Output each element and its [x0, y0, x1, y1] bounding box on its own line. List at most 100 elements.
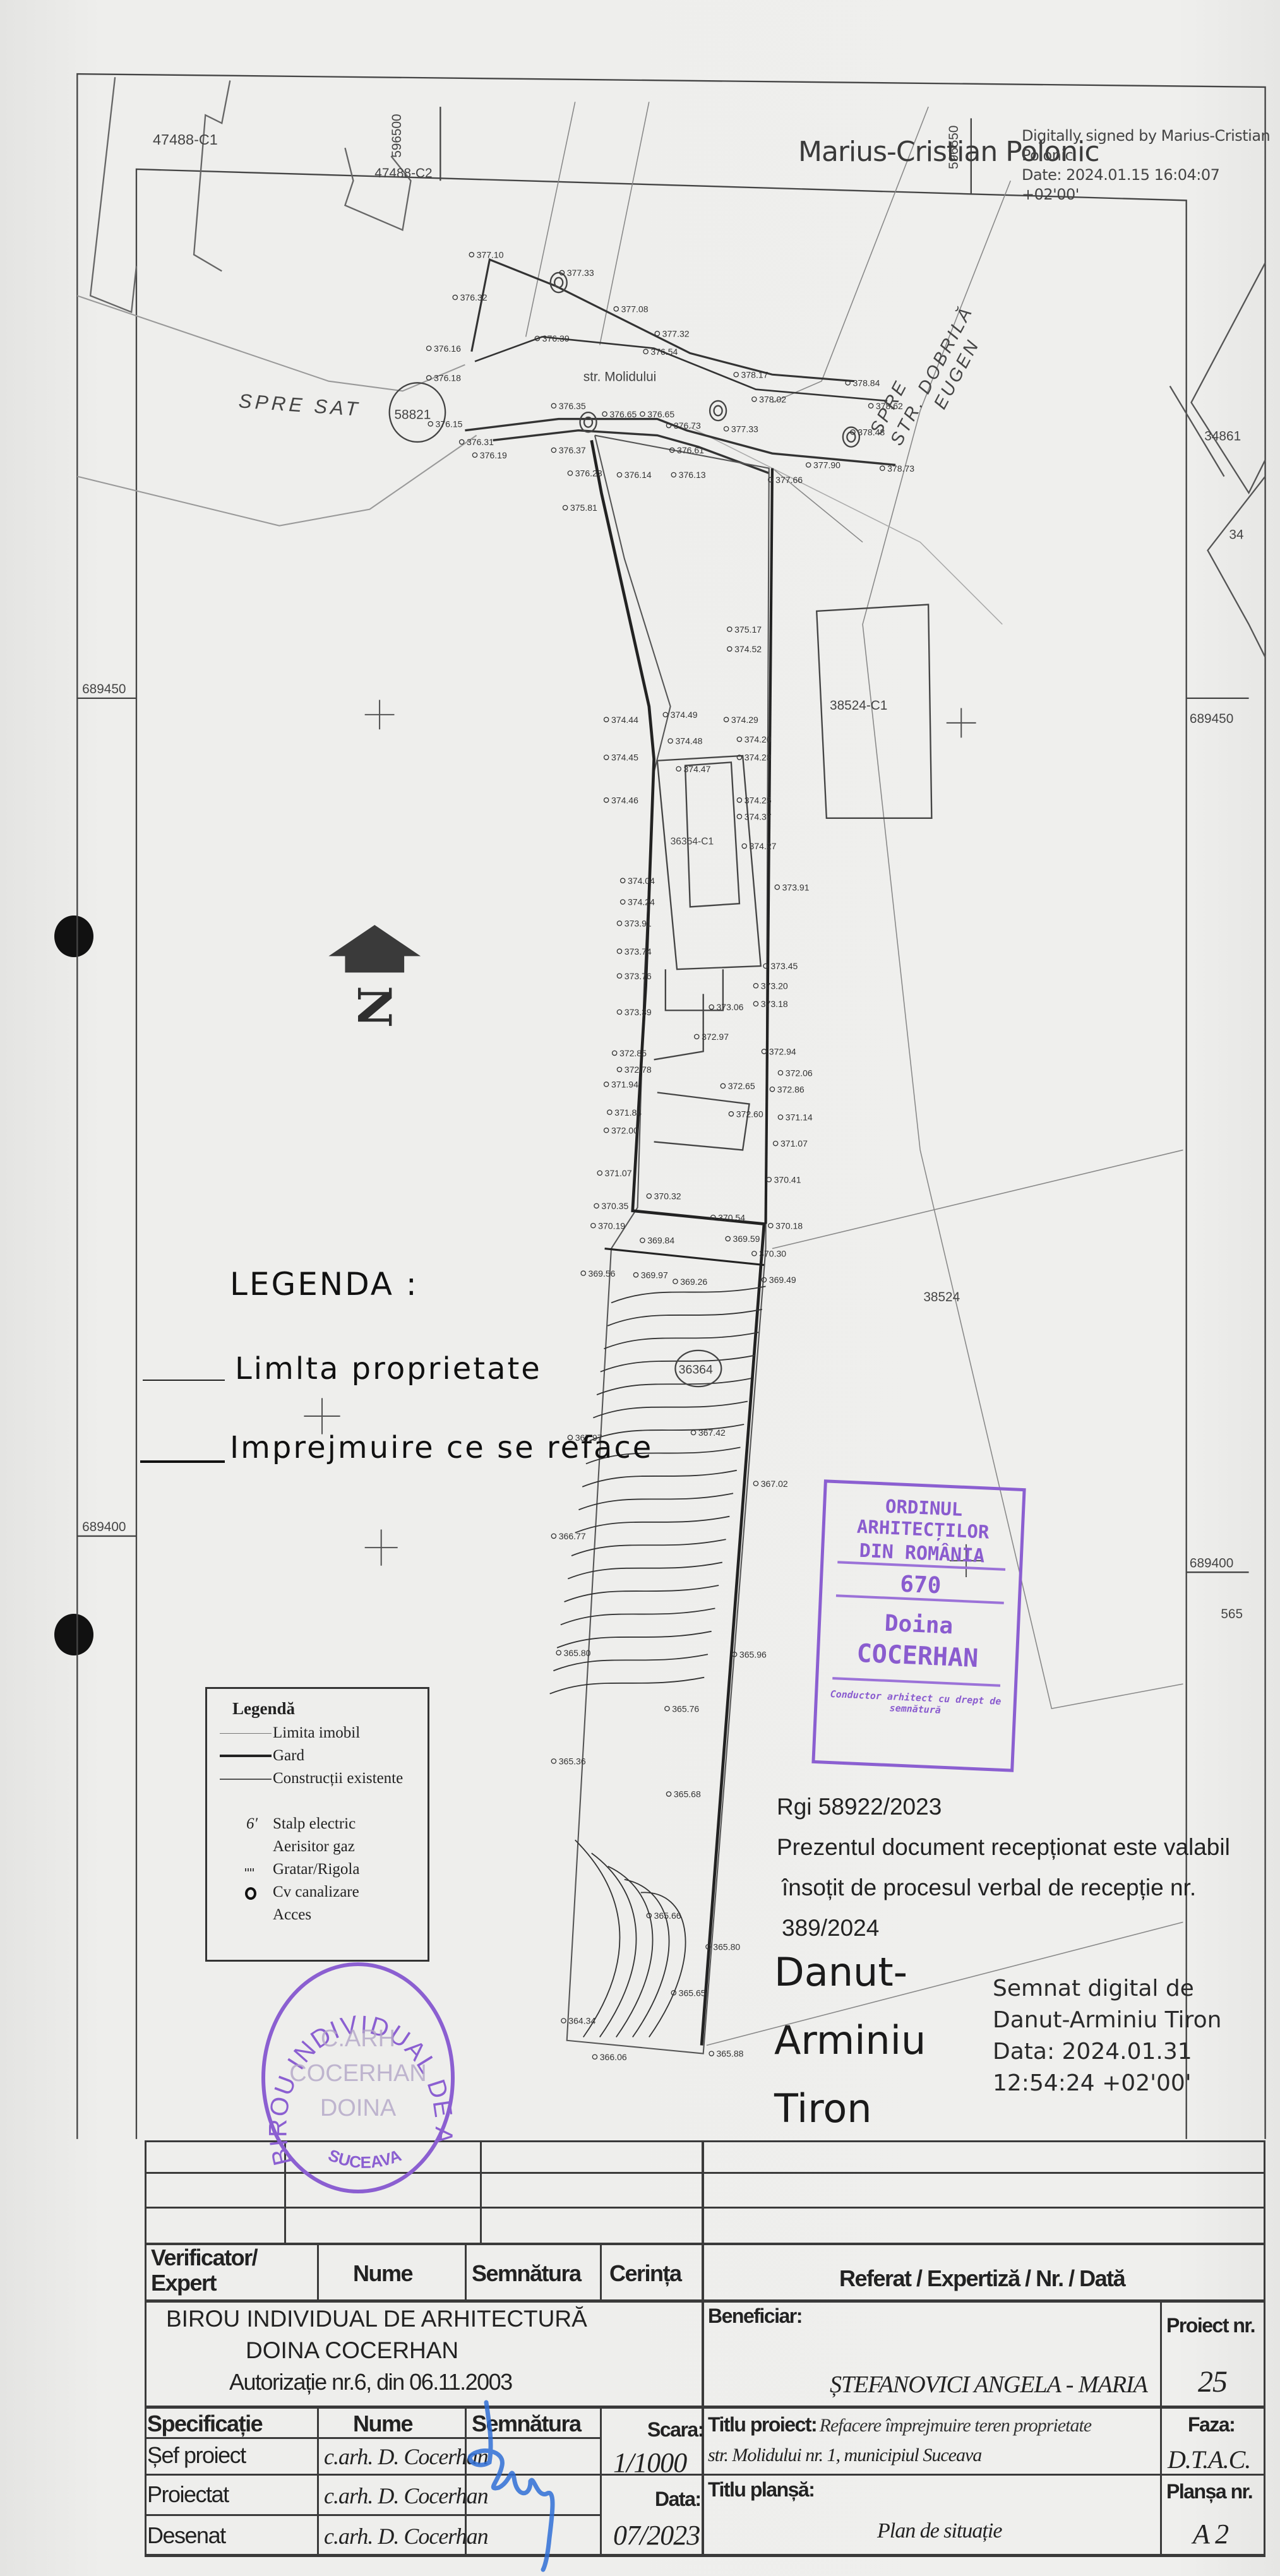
survey-point-icon [709, 2051, 714, 2056]
survey-point-icon [633, 1272, 639, 1278]
signature-line: Semnat digital de [993, 1976, 1194, 2001]
elevation-label: 377.10 [477, 250, 504, 260]
survey-point-icon [845, 379, 851, 386]
contour-line [582, 1469, 737, 1488]
survey-point-icon [646, 1912, 652, 1919]
signature-name-line: Danut- [774, 1949, 908, 1995]
elevation-label: 373.06 [716, 1002, 743, 1012]
contour-line [549, 1676, 705, 1695]
elevation-label: 372.65 [728, 1081, 755, 1091]
elevation-label: 374.04 [628, 876, 655, 886]
elevation-label: 372.06 [786, 1068, 813, 1078]
survey-point-icon [662, 712, 669, 718]
elevation-label: 365.96 [739, 1649, 767, 1659]
contour-line [591, 1852, 637, 2038]
contour-line [604, 1332, 759, 1350]
elevation-label: 366.06 [600, 2052, 627, 2062]
elevation-label: 369.26 [680, 1277, 707, 1287]
contour-line [600, 1354, 755, 1373]
survey-point-icon [551, 447, 557, 453]
legend-title: LEGENDA : [230, 1266, 419, 1303]
elevation-label: 369.59 [733, 1234, 760, 1244]
signature-line: Data: 2024.01.31 [993, 2039, 1192, 2065]
elevation-label: 373.45 [770, 961, 798, 971]
role-name: c.arh. D. Cocerhan [324, 2524, 489, 2549]
parcel-label: 58821 [394, 408, 431, 422]
contour-line [607, 1866, 654, 2038]
elevation-label: 375.17 [734, 624, 762, 635]
inner-frame [135, 168, 1187, 2139]
elevation-label: 374.20 [745, 734, 772, 744]
survey-point-icon [640, 411, 645, 417]
building-36364-c1 [656, 754, 762, 970]
contour-line [585, 1446, 741, 1465]
firm-authorization: Autorizație nr.6, din 06.11.2003 [229, 2369, 513, 2395]
survey-point-icon [561, 2018, 566, 2024]
role-label: Desenat [147, 2522, 226, 2548]
firm-name: BIROU INDIVIDUAL DE ARHITECTURĂ [166, 2306, 587, 2332]
survey-point-icon [727, 626, 733, 632]
survey-point-icon [763, 963, 769, 969]
role-label: Șef proiect [147, 2442, 246, 2468]
survey-point-icon [611, 1050, 618, 1056]
grate-icon [245, 1868, 254, 1871]
elevation-label: 370.32 [654, 1191, 681, 1201]
phase-label: Faza: [1188, 2413, 1236, 2436]
parcel-label: 47488-C1 [153, 131, 218, 148]
handwritten-signature [467, 2400, 555, 2572]
elevation-label: 365.66 [654, 1911, 681, 1921]
survey-point-icon [616, 1066, 623, 1073]
elevation-label: 378.73 [887, 463, 914, 474]
elevation-label: 376.19 [480, 450, 507, 460]
grid-coordinate: 596550 [947, 126, 961, 169]
survey-point-icon [603, 717, 609, 722]
elevation-label: 366.77 [559, 1531, 586, 1541]
signature-line: 12:54:24 +02'00' [993, 2070, 1192, 2096]
elevation-label: 372.78 [625, 1064, 652, 1075]
building-line-symbol [220, 1779, 272, 1780]
sheet-number-label: Planșa nr. [1166, 2480, 1253, 2503]
survey-point-icon [753, 1001, 759, 1007]
contour-line [578, 1493, 734, 1511]
report-header: Referat / Expertiză / Nr. / Dată [839, 2265, 1126, 2291]
digital-signature-name: Marius-Cristian Polonic [798, 136, 1100, 168]
survey-point-icon [562, 504, 568, 511]
elevation-label: 378.62 [876, 401, 903, 411]
survey-point-icon [777, 1114, 784, 1120]
fence-symbol [220, 1755, 272, 1757]
legend-box-item: Aerisitor gaz [273, 1838, 355, 1855]
survey-point-icon [868, 403, 874, 408]
signature-line: Date: 2024.01.15 16:04:07 +02'00' [1022, 166, 1220, 203]
survey-point-icon [597, 1170, 603, 1176]
parcel-label: 36364 [679, 1363, 713, 1376]
project-address: str. Molidului nr. 1, municipiul Suceava [708, 2445, 982, 2466]
parcel-label: 38524 [923, 1290, 960, 1304]
elevation-label: 372.85 [619, 1048, 647, 1058]
elevation-label: 376.15 [436, 419, 463, 429]
survey-point-icon [667, 738, 673, 744]
elevation-label: 371.07 [781, 1138, 808, 1148]
requirement-header: Cerința [609, 2260, 682, 2286]
elevation-label: 370.41 [774, 1174, 801, 1184]
punch-hole [54, 1614, 93, 1655]
elevation-label: 370.18 [775, 1220, 803, 1231]
grid-coordinate: 689450 [82, 682, 126, 696]
survey-point-icon [603, 797, 609, 803]
survey-point-icon [728, 1111, 734, 1117]
contour-line [624, 1878, 670, 2038]
legend-item: Limlta proprietate [235, 1351, 542, 1386]
legend-item: Imprejmuire ce se reface [230, 1430, 654, 1465]
survey-point-icon [690, 1429, 697, 1436]
stamp-text: Doina [884, 1610, 954, 1640]
elevation-label: 376.54 [650, 347, 678, 357]
elevation-label: 374.27 [750, 841, 777, 851]
punch-hole [54, 915, 93, 957]
survey-point-icon [731, 1651, 738, 1657]
survey-point-icon [751, 397, 757, 402]
elevation-label: 374.47 [683, 764, 710, 774]
role-name: c.arh. D. Cocerhan [324, 2444, 489, 2469]
survey-point-icon [741, 843, 748, 849]
elevation-label: 374.52 [734, 644, 762, 654]
survey-point-icon [603, 754, 609, 760]
survey-point-icon [769, 1086, 775, 1092]
